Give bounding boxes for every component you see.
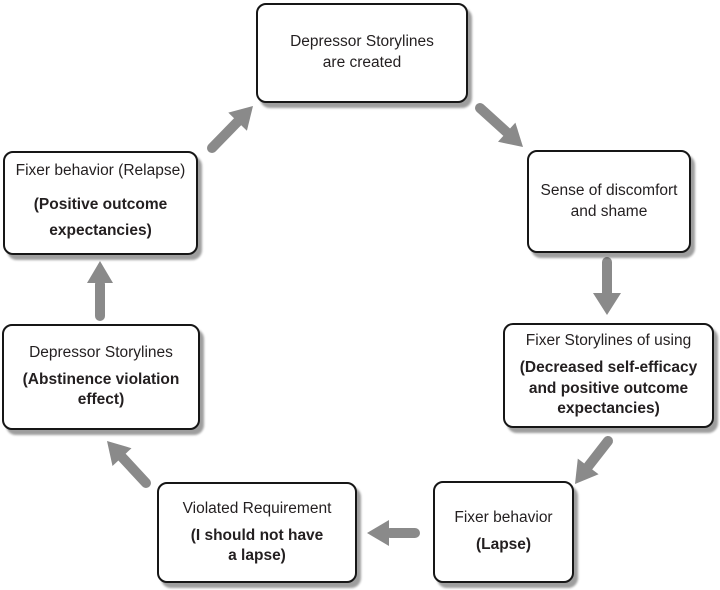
node-violated-requirement: Violated Requirement (I should not have … [157, 482, 357, 583]
node-fixer-storylines-of-using: Fixer Storylines of using (Decreased sel… [503, 323, 714, 428]
node-label: Fixer behavior [454, 509, 553, 527]
arrow-relapse-to-depressor-created [207, 106, 253, 153]
node-sublabel: (Lapse) [475, 536, 532, 554]
node-fixer-behavior-relapse: Fixer behavior (Relapse) (Positive outco… [3, 151, 198, 255]
arrow-depressor-created-to-discomfort [475, 103, 523, 147]
node-label: Depressor Storylines are created [290, 33, 434, 71]
arrow-violated-requirement-to-depressor-storylines [107, 441, 151, 488]
node-depressor-storylines-abstinence-violation: Depressor Storylines (Abstinence violati… [2, 324, 200, 430]
arrow-lapse-to-violated-requirement [367, 520, 420, 546]
node-sublabel: (Abstinence violation effect) [22, 371, 180, 409]
node-label: Violated Requirement [182, 499, 332, 517]
arrow-fixer-storylines-to-lapse [575, 436, 613, 484]
node-sublabel: (I should not have a lapse) [190, 526, 324, 564]
node-sense-of-discomfort-and-shame: Sense of discomfort and shame [527, 150, 691, 253]
node-label: Depressor Storylines [29, 344, 173, 362]
arrow-depressor-storylines-to-relapse [87, 261, 113, 321]
node-label: Fixer Storylines of using [525, 332, 692, 350]
node-fixer-behavior-lapse: Fixer behavior (Lapse) [433, 481, 574, 583]
node-sublabel: (Positive outcome expectancies) [33, 196, 168, 240]
node-depressor-storylines-created: Depressor Storylines are created [256, 3, 468, 103]
node-label: Sense of discomfort and shame [540, 181, 678, 220]
node-sublabel: (Decreased self-efficacy and positive ou… [519, 359, 698, 418]
arrow-discomfort-to-fixer-storylines [593, 257, 621, 315]
node-label: Fixer behavior (Relapse) [15, 162, 186, 180]
